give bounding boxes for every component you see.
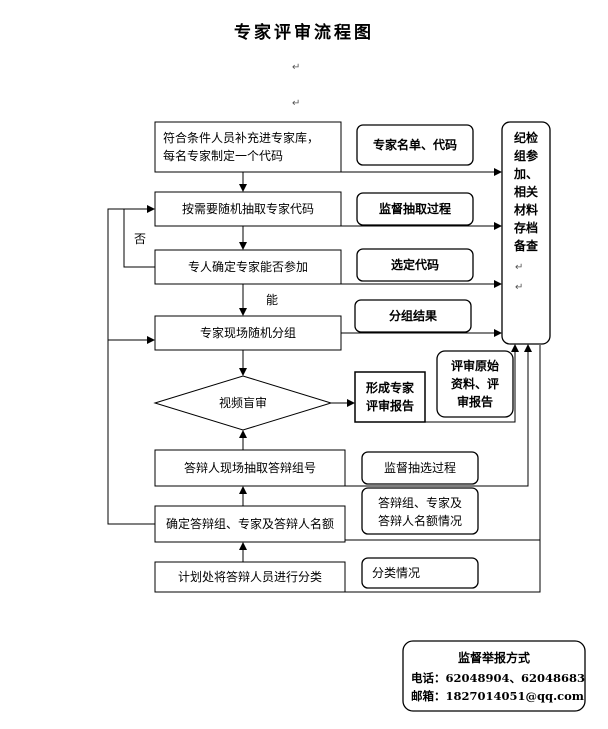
archive-line1: 纪检 bbox=[513, 131, 538, 145]
step-box-determine-quota bbox=[154, 505, 346, 543]
step-confirm: 专人确定专家能否参加 bbox=[187, 260, 308, 274]
archive-line4: 相关 bbox=[513, 185, 538, 199]
note-box-expert-list bbox=[356, 124, 474, 166]
step-box-supplement bbox=[154, 121, 342, 173]
step-video-review: 视频盲审 bbox=[218, 396, 267, 410]
step-grouping: 专家现场随机分组 bbox=[199, 326, 296, 340]
contact-email: 邮箱：1827014051@qq.com bbox=[411, 689, 584, 703]
step-box-draw-group-no bbox=[154, 449, 346, 487]
note-quota-info-line1: 答辩组、专家及 bbox=[377, 496, 462, 510]
label-no: 否 bbox=[134, 232, 147, 246]
note-box-selected-code bbox=[356, 248, 474, 282]
note-group-result: 分组结果 bbox=[388, 309, 437, 323]
note-review-report-line1: 形成专家 bbox=[365, 381, 414, 395]
step-box-random-draw bbox=[154, 191, 342, 227]
step-classify: 计划处将答辩人员进行分类 bbox=[177, 570, 322, 584]
note-quota-info-line2: 答辩人名额情况 bbox=[377, 514, 462, 528]
step-determine-quota: 确定答辩组、专家及答辩人名额 bbox=[165, 517, 334, 531]
contact-phone: 电话：62048904、62048683 bbox=[411, 671, 586, 685]
note-original-line2: 资料、评 bbox=[450, 377, 499, 391]
note-box-supervise-draw bbox=[356, 192, 474, 226]
archive-line2: 组参 bbox=[513, 149, 538, 163]
note-supervise-draw: 监督抽取过程 bbox=[378, 202, 451, 216]
note-original-line1: 评审原始 bbox=[450, 359, 499, 373]
note-supervise-select: 监督抽选过程 bbox=[383, 461, 456, 475]
note-box-quota-info bbox=[361, 487, 479, 535]
step-draw-group-no: 答辩人现场抽取答辩组号 bbox=[183, 461, 316, 475]
note-box-group-result bbox=[354, 299, 472, 333]
contact-heading: 监督举报方式 bbox=[457, 651, 530, 665]
note-box-review-report bbox=[354, 371, 426, 423]
note-box-classify-info bbox=[361, 557, 479, 589]
step-supplement-line2: 每名专家制定一个代码 bbox=[163, 149, 284, 163]
label-yes: 能 bbox=[266, 293, 279, 307]
paragraph-mark-icon: ↵ bbox=[292, 62, 301, 73]
note-box-supervise-select bbox=[361, 451, 479, 485]
archive-line3: 加、 bbox=[513, 167, 538, 181]
note-classify-info: 分类情况 bbox=[372, 566, 421, 580]
step-supplement-line1: 符合条件人员补充进专家库， bbox=[163, 131, 320, 145]
note-review-report-line2: 评审报告 bbox=[365, 399, 414, 413]
step-random-draw: 按需要随机抽取专家代码 bbox=[181, 202, 314, 216]
page-title: 专家评审流程图 bbox=[234, 23, 374, 43]
archive-line5: 材料 bbox=[513, 203, 538, 217]
archive-line7: 备查 bbox=[513, 239, 538, 253]
paragraph-mark-icon: ↵ bbox=[515, 282, 524, 293]
paragraph-mark-icon: ↵ bbox=[292, 98, 301, 109]
archive-line6: 存档 bbox=[513, 221, 538, 235]
paragraph-mark-icon: ↵ bbox=[515, 262, 524, 273]
note-expert-list: 专家名单、代码 bbox=[372, 138, 457, 152]
step-box-classify bbox=[154, 561, 346, 593]
contact-box bbox=[402, 640, 586, 712]
note-original-line3: 审报告 bbox=[456, 395, 493, 409]
note-selected-code: 选定代码 bbox=[390, 258, 439, 272]
note-box-original-materials bbox=[436, 350, 514, 418]
